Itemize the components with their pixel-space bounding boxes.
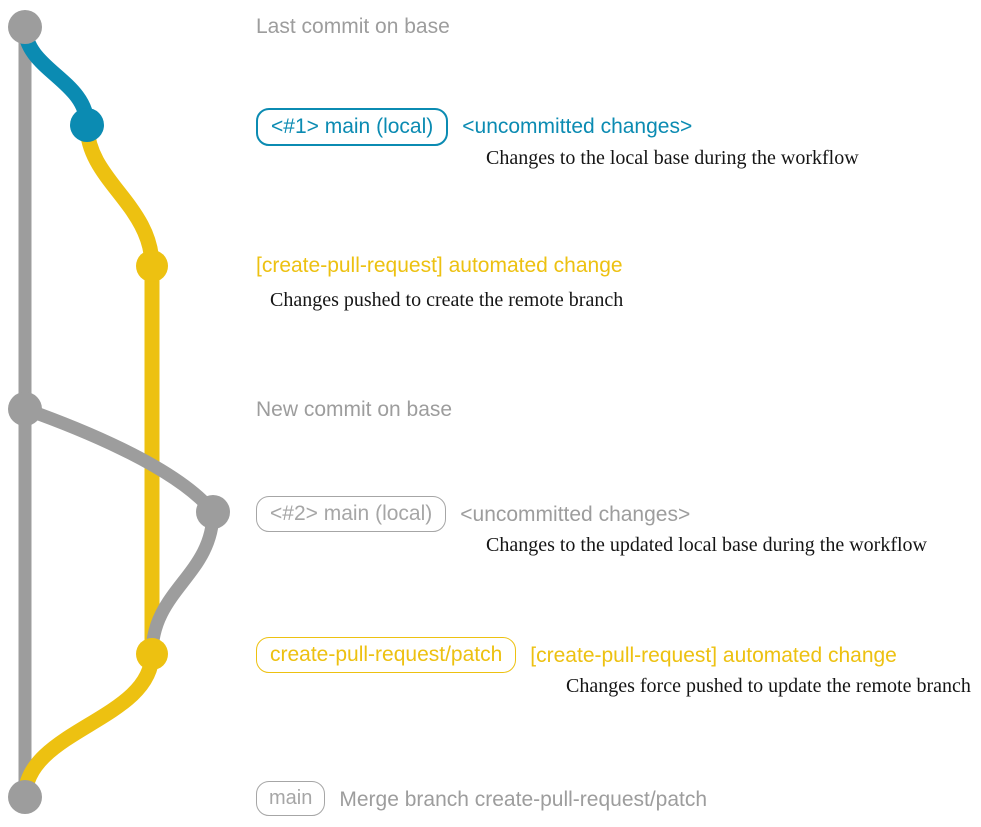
commit-row-local-commit-2: <#2> main (local) <uncommitted changes> xyxy=(256,496,690,532)
commit-node-merge-commit[interactable] xyxy=(8,780,42,814)
commit-subject-last-commit-on-base: Last commit on base xyxy=(256,15,450,38)
commit-subject-local-commit-1: <uncommitted changes> xyxy=(462,115,693,138)
branch-badge-main-local-2[interactable]: <#2> main (local) xyxy=(256,496,447,532)
commit-row-remote-commit-2: create-pull-request/patch [create-pull-r… xyxy=(256,637,897,673)
branch-badge-main[interactable]: main xyxy=(256,781,326,816)
commit-node-remote-commit-2[interactable] xyxy=(136,638,168,670)
commit-row-new-commit-on-base: New commit on base xyxy=(256,399,452,420)
commit-subject-new-commit-on-base: New commit on base xyxy=(256,398,453,421)
commit-node-new-commit-on-base[interactable] xyxy=(8,392,42,426)
branch-badge-main-local-1[interactable]: <#1> main (local) xyxy=(256,108,449,146)
commit-subject-remote-commit-1: [create-pull-request] automated change xyxy=(256,254,623,277)
commit-node-last-commit-on-base[interactable] xyxy=(8,10,42,44)
commit-detail-local-commit-1: Changes to the local base during the wor… xyxy=(486,147,859,169)
merge-back-line xyxy=(17,646,160,805)
commit-detail-local-commit-2: Changes to the updated local base during… xyxy=(486,534,927,556)
commit-node-remote-commit-1[interactable] xyxy=(136,250,168,282)
commit-row-remote-commit-1: [create-pull-request] automated change xyxy=(256,255,623,276)
commit-row-merge-commit: main Merge branch create-pull-request/pa… xyxy=(256,781,707,816)
branch-badge-create-pull-request-patch[interactable]: create-pull-request/patch xyxy=(256,637,517,673)
local-branch-line-2 xyxy=(18,402,220,519)
commit-node-local-commit-1[interactable] xyxy=(70,108,104,142)
local-to-remote-line xyxy=(145,505,220,661)
commit-node-local-commit-2[interactable] xyxy=(196,495,230,529)
commit-subject-local-commit-2: <uncommitted changes> xyxy=(460,503,691,526)
commit-detail-remote-commit-1: Changes pushed to create the remote bran… xyxy=(270,289,624,311)
commit-row-local-commit-1: <#1> main (local) <uncommitted changes> xyxy=(256,108,692,146)
commit-subject-remote-commit-2: [create-pull-request] automated change xyxy=(530,644,897,667)
commit-row-last-commit-on-base: Last commit on base xyxy=(256,16,450,37)
remote-branch-line-1 xyxy=(79,117,160,274)
commit-subject-merge-commit: Merge branch create-pull-request/patch xyxy=(339,788,708,811)
commit-detail-remote-commit-2: Changes force pushed to update the remot… xyxy=(566,675,971,697)
